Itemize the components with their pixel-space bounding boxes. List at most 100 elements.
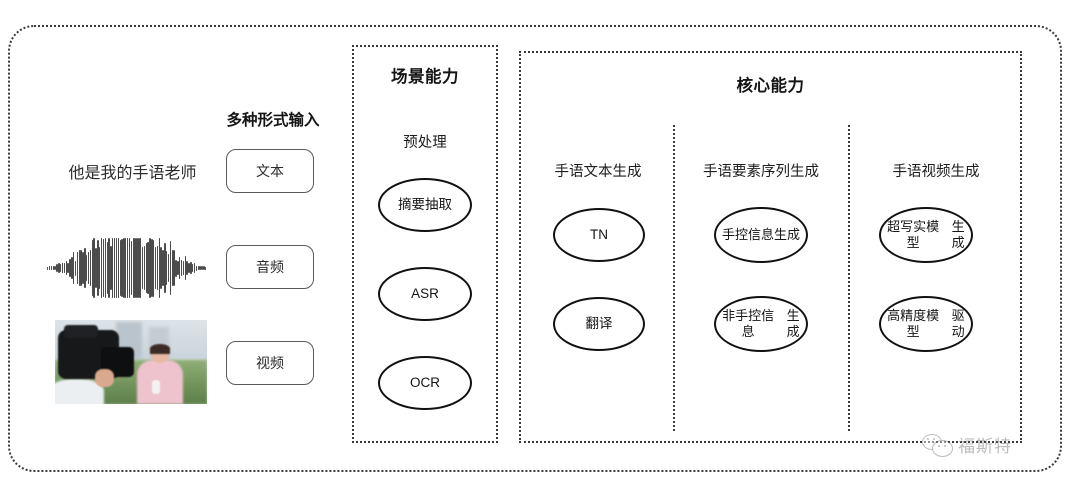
waveform-bar [199, 266, 201, 270]
watermark-text: 福斯特 [958, 437, 1012, 456]
waveform-bar [190, 262, 192, 274]
waveform-bar [151, 239, 153, 297]
node-line-2: 驱动 [951, 308, 965, 339]
waveform-bar [67, 263, 69, 273]
waveform-bar [125, 238, 127, 298]
waveform-bar [108, 238, 110, 298]
waveform-bar [69, 258, 71, 278]
wechat-icon [922, 433, 953, 457]
waveform-bar [149, 238, 151, 298]
waveform-bar [50, 266, 53, 270]
waveform-bar [71, 256, 73, 280]
node-asr[interactable]: ASR [378, 267, 472, 321]
node-translation[interactable]: 翻译 [553, 297, 645, 351]
waveform-bar [65, 260, 67, 276]
waveform-bar [160, 246, 162, 290]
node-line-1: 手控信息 [721, 227, 774, 243]
core-column-label-sign-video: 手语视频生成 [892, 164, 980, 180]
waveform-bar [193, 263, 196, 273]
waveform-bar [179, 256, 181, 280]
waveform-bar [182, 261, 185, 275]
scene-subtitle-preprocess: 预处理 [403, 135, 447, 151]
node-summary-extraction[interactable]: 摘要抽取 [378, 178, 472, 232]
video-thumbnail-icon [55, 320, 207, 404]
waveform-bar [61, 263, 64, 273]
waveform-bar [201, 266, 203, 270]
waveform-bar [136, 238, 138, 298]
node-ocr[interactable]: OCR [378, 356, 472, 410]
waveform-bar [104, 238, 107, 298]
waveform-bar [203, 266, 205, 270]
waveform-bar [100, 238, 103, 298]
waveform-bar [130, 240, 133, 296]
waveform-bar [166, 251, 168, 285]
waveform-bar [173, 249, 175, 287]
waveform-bar [180, 259, 183, 277]
waveform-bar [86, 254, 88, 282]
waveform-bar [147, 241, 149, 295]
waveform-bar [58, 263, 60, 273]
waveform-bar [84, 247, 86, 289]
sample-sentence-text: 他是我的手语老师 [68, 165, 197, 182]
waveform-bar [139, 238, 142, 298]
waveform-bar [56, 264, 58, 272]
node-manual-info-generation[interactable]: 手控信息 生成 [714, 207, 808, 263]
waveform-bar [82, 252, 84, 284]
waveform-bar [158, 238, 160, 298]
waveform-bar [192, 263, 194, 273]
core-column-divider-2 [848, 125, 850, 431]
waveform-bar [154, 246, 157, 290]
waveform-bar [106, 242, 108, 294]
thumb-camera-hood [64, 325, 98, 339]
node-line-2: 生成 [774, 227, 801, 243]
waveform-bar [145, 242, 147, 294]
waveform-bar [197, 265, 199, 271]
waveform-bar [123, 238, 125, 298]
waveform-bar [115, 238, 118, 298]
waveform-bar [47, 266, 49, 270]
waveform-bar [78, 250, 80, 286]
waveform-bar [99, 246, 101, 290]
waveform-bar [63, 263, 66, 273]
waveform-bar [162, 249, 164, 287]
waveform-bar [95, 248, 97, 288]
modality-chip-audio[interactable]: 音频 [226, 245, 314, 289]
waveform-bar [175, 259, 177, 277]
wechat-dot [944, 444, 947, 447]
waveform-bar [177, 260, 179, 276]
waveform-bar [97, 239, 99, 297]
wechat-dot [927, 437, 930, 440]
thumb-reporter-body [137, 360, 183, 404]
waveform-bar [110, 246, 112, 290]
waveform-bar [73, 252, 75, 284]
waveform-bar [89, 250, 92, 286]
node-line-2: 生成 [786, 308, 800, 339]
modality-chip-video[interactable]: 视频 [226, 341, 314, 385]
node-non-manual-info-generation[interactable]: 非手控信息 生成 [714, 296, 808, 352]
waveform-bar [156, 245, 159, 291]
waveform-bar [188, 263, 190, 273]
waveform-bar [205, 266, 207, 270]
node-line-1: 超写实模型 [887, 219, 940, 250]
waveform-bar [60, 263, 62, 273]
waveform-bar [164, 243, 166, 293]
node-photorealistic-model-generation[interactable]: 超写实模型 生成 [879, 207, 973, 263]
waveform-bar [171, 250, 173, 286]
waveform-bar [87, 251, 90, 285]
outer-frame [8, 25, 1062, 472]
audio-waveform-icon [47, 237, 207, 299]
scene-capability-section: 场景能力 [352, 45, 498, 443]
waveform-bar [76, 252, 79, 284]
waveform-bar [141, 246, 144, 290]
wechat-dot [933, 437, 936, 440]
modality-chip-text[interactable]: 文本 [226, 149, 314, 193]
waveform-bar [121, 239, 123, 297]
core-capability-section: 核心能力 [519, 51, 1022, 443]
waveform-bar [48, 266, 51, 270]
core-column-divider-1 [673, 125, 675, 431]
node-tn[interactable]: TN [553, 208, 645, 262]
waveform-bar [91, 240, 94, 296]
scene-section-title: 场景能力 [391, 68, 459, 86]
node-high-precision-model-driving[interactable]: 高精度模型 驱动 [879, 296, 973, 352]
